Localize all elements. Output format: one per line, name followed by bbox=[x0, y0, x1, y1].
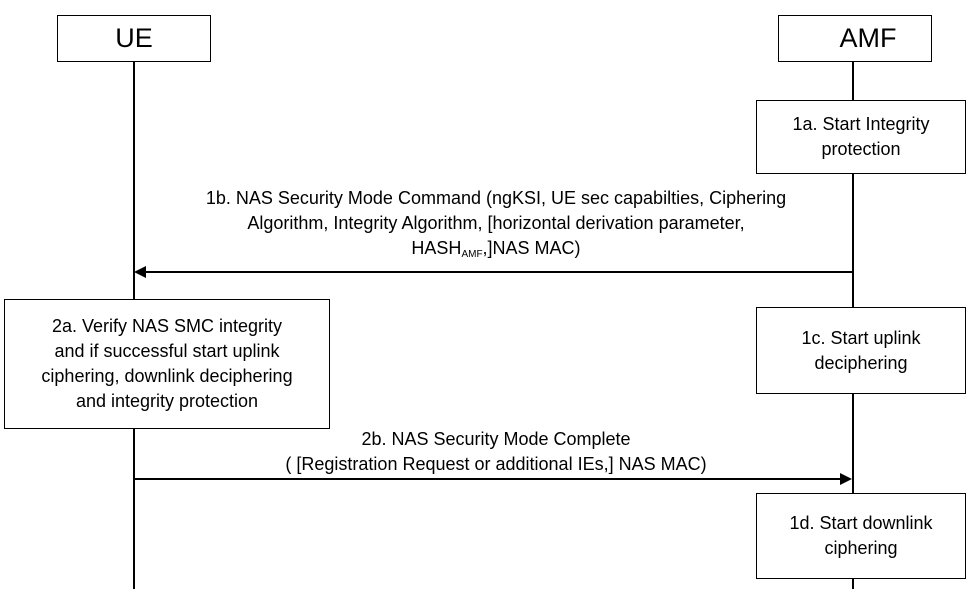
participant-ue: UE bbox=[57, 15, 211, 62]
message-1b-line2: Algorithm, Integrity Algorithm, [horizon… bbox=[247, 213, 745, 233]
step-2a-line: ciphering, downlink deciphering bbox=[41, 366, 293, 386]
message-1b-label: 1b. NAS Security Mode Command (ngKSI, UE… bbox=[140, 186, 852, 264]
participant-ue-label: UE bbox=[115, 23, 153, 53]
step-2a-line: and integrity protection bbox=[75, 391, 259, 411]
step-1c-box: 1c. Start uplink deciphering bbox=[756, 307, 966, 394]
message-1b-line1: 1b. NAS Security Mode Command (ngKSI, UE… bbox=[205, 188, 787, 208]
step-2a-box: 2a. Verify NAS SMC integrity and if succ… bbox=[4, 299, 330, 429]
ue-lifeline bbox=[133, 62, 135, 300]
step-2a-line: 2a. Verify NAS SMC integrity bbox=[51, 316, 283, 336]
step-1a-line: 1a. Start Integrity bbox=[792, 114, 930, 134]
step-1a-box: 1a. Start Integrity protection bbox=[756, 100, 966, 174]
ue-lifeline-lower bbox=[133, 429, 135, 589]
message-2b-line2: ( [Registration Request or additional IE… bbox=[285, 454, 707, 474]
message-2b-label: 2b. NAS Security Mode Complete ( [Regist… bbox=[140, 427, 852, 477]
step-1d-line: ciphering bbox=[824, 538, 898, 558]
step-1d-box: 1d. Start downlink ciphering bbox=[756, 493, 966, 579]
step-1a-line: protection bbox=[821, 139, 901, 159]
message-1b-line3: HASHAMF,]NAS MAC) bbox=[411, 238, 581, 260]
message-2b-line1: 2b. NAS Security Mode Complete bbox=[361, 429, 631, 449]
step-1c-line: 1c. Start uplink bbox=[801, 327, 921, 348]
participant-amf-label: AMF bbox=[839, 23, 897, 53]
step-1c-line: deciphering bbox=[814, 352, 908, 373]
participant-amf: AMF bbox=[778, 15, 932, 62]
arrow-2b-head bbox=[840, 473, 852, 485]
step-2a-line: and if successful start uplink bbox=[54, 341, 280, 361]
step-1d-line: 1d. Start downlink bbox=[789, 513, 933, 533]
arrow-1b-head bbox=[134, 266, 146, 278]
